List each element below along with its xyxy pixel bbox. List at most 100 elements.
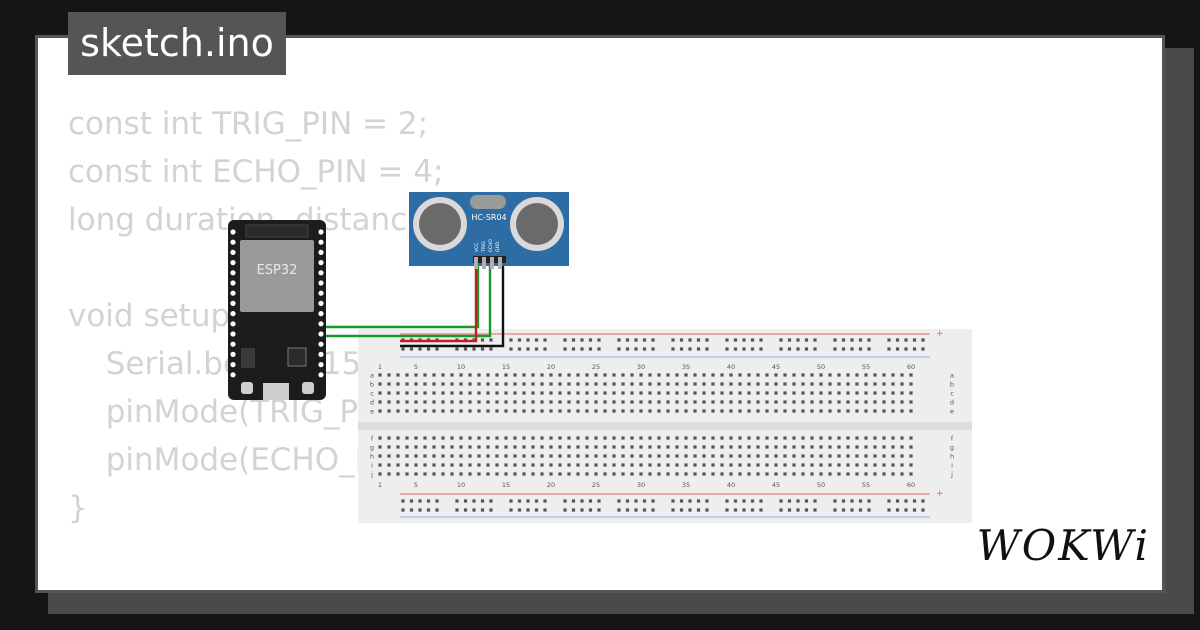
- breadboard-hole: [603, 373, 607, 377]
- rail-hole: [418, 347, 422, 351]
- black-wire-gnd[interactable]: [400, 266, 505, 348]
- breadboard-hole: [612, 472, 616, 476]
- esp32-pin: [318, 270, 324, 276]
- breadboard-hole: [450, 445, 454, 449]
- row-letter: e: [370, 408, 374, 416]
- red-wire-vcc[interactable]: [400, 266, 478, 343]
- breadboard-hole: [522, 400, 526, 404]
- breadboard-hole: [774, 463, 778, 467]
- rail-hole: [921, 508, 925, 512]
- breadboard-hole: [540, 382, 544, 386]
- rail-hole: [480, 508, 485, 512]
- file-tab[interactable]: sketch.ino: [68, 12, 286, 75]
- hc-sr04-sensor[interactable]: HC-SR04 VCC TRIG ECHO GND: [409, 192, 569, 269]
- breadboard-hole: [747, 436, 751, 440]
- breadboard-hole: [486, 400, 490, 404]
- breadboard-hole: [909, 436, 913, 440]
- breadboard-hole: [585, 445, 589, 449]
- breadboard-hole: [873, 373, 877, 377]
- breadboard-hole: [711, 445, 715, 449]
- rail-hole: [543, 508, 547, 512]
- rail-hole: [705, 338, 709, 342]
- breadboard-hole: [486, 472, 490, 476]
- green-wire-trig[interactable]: [318, 266, 480, 329]
- breadboard-hole: [801, 391, 805, 395]
- breadboard-hole: [459, 382, 463, 386]
- rail-hole: [679, 338, 684, 342]
- breadboard-hole: [486, 445, 490, 449]
- breadboard-hole: [873, 409, 877, 413]
- esp32-pin: [230, 239, 236, 245]
- breadboard-hole: [747, 400, 751, 404]
- row-letter: h: [370, 453, 374, 461]
- rail-hole: [813, 347, 817, 351]
- breadboard-hole: [702, 400, 706, 404]
- breadboard-hole: [576, 472, 580, 476]
- breadboard-hole: [711, 472, 715, 476]
- breadboard-hole: [909, 472, 913, 476]
- rail-hole: [418, 499, 422, 503]
- rail-hole: [489, 347, 493, 351]
- column-number: 10: [457, 363, 465, 371]
- breadboard-hole: [432, 409, 436, 413]
- boot-button[interactable]: [241, 382, 253, 394]
- breadboard-hole: [828, 409, 832, 413]
- row-letter: f: [371, 435, 374, 443]
- rail-hole: [463, 499, 468, 503]
- breadboard-hole: [747, 472, 751, 476]
- rail-hole: [742, 338, 746, 342]
- breadboard-hole: [387, 391, 391, 395]
- rail-hole: [571, 338, 576, 342]
- breadboard-hole: [486, 436, 490, 440]
- breadboard-hole: [837, 391, 841, 395]
- breadboard-hole: [756, 472, 760, 476]
- rail-hole: [651, 499, 655, 503]
- rail-hole: [725, 508, 729, 512]
- rail-hole: [759, 338, 763, 342]
- breadboard-hole: [675, 391, 679, 395]
- breadboard-hole: [387, 382, 391, 386]
- rail-hole: [588, 499, 593, 503]
- breadboard-hole: [792, 391, 796, 395]
- breadboard-hole: [873, 400, 877, 404]
- breadboard-hole: [882, 436, 886, 440]
- breadboard-hole: [531, 454, 535, 458]
- breadboard-hole: [846, 400, 850, 404]
- breadboard-hole: [576, 391, 580, 395]
- breadboard-hole: [414, 382, 418, 386]
- breadboard-hole: [810, 400, 814, 404]
- breadboard-hole: [648, 409, 652, 413]
- reset-button[interactable]: [302, 382, 314, 394]
- breadboard-hole: [441, 400, 445, 404]
- esp32-board[interactable]: ESP32: [228, 220, 326, 400]
- breadboard-hole: [567, 382, 571, 386]
- esp32-pin: [230, 372, 236, 378]
- breadboard-hole: [468, 436, 472, 440]
- rail-hole: [804, 499, 809, 503]
- breadboard-hole: [531, 382, 535, 386]
- column-number: 60: [907, 481, 915, 489]
- esp32-antenna: [245, 224, 309, 238]
- breadboard-hole: [819, 382, 823, 386]
- breadboard-hole: [855, 472, 859, 476]
- breadboard-hole: [864, 463, 868, 467]
- breadboard-hole: [738, 382, 742, 386]
- row-letter: h: [950, 453, 954, 461]
- green-wire-echo[interactable]: [318, 266, 492, 338]
- breadboard-hole: [603, 436, 607, 440]
- breadboard-hole: [585, 454, 589, 458]
- column-number: 35: [682, 363, 690, 371]
- esp32-pin: [230, 280, 236, 286]
- breadboard-hole: [837, 445, 841, 449]
- breadboard-hole: [576, 445, 580, 449]
- breadboard-hole: [459, 445, 463, 449]
- breadboard-hole: [594, 472, 598, 476]
- breadboard-hole: [567, 445, 571, 449]
- breadboard-hole: [819, 454, 823, 458]
- breadboard-hole: [423, 472, 427, 476]
- rail-hole: [563, 338, 567, 342]
- breadboard-hole: [900, 463, 904, 467]
- breadboard-hole: [387, 409, 391, 413]
